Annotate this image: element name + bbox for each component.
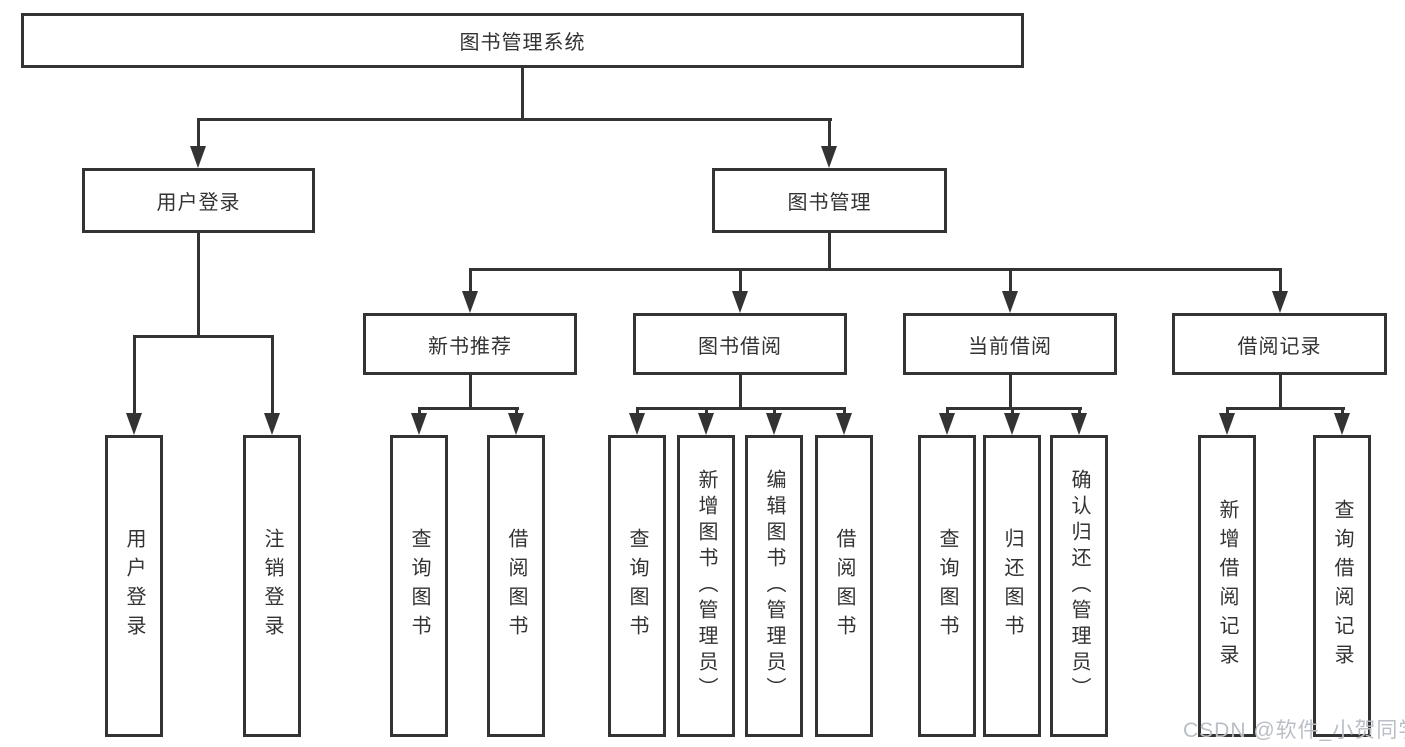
connector-to-leaf-user-login [133,335,136,419]
connector-borrow-records-split [1226,407,1345,410]
watermark: CSDN @软件_小贺同学 [1183,719,1405,742]
connector-book-borrow-split [636,407,846,410]
node-user-login: 用户登录 [82,168,315,233]
arrowhead-down [411,413,427,435]
connector-to-book-management [828,118,831,150]
arrowhead-down [1334,413,1350,435]
connector-leaf-stub [1341,407,1344,417]
arrowhead-down [732,291,748,313]
arrowhead-down [508,413,524,435]
arrowhead-down [821,146,837,168]
connector-leaf-stub [773,407,776,417]
connector-leaf-stub [1226,407,1229,417]
connector-current-borrow-stub [1009,375,1012,409]
leaf-borrow-borrow-books: 借阅图书 [815,435,873,737]
leaf-newbook-query-books: 查询图书 [390,435,448,737]
leaf-borrow-edit-books-admin: 编辑图书（管理员） [745,435,803,737]
leaf-logout: 注销登录 [243,435,301,737]
connector-leaf-stub [843,407,846,417]
connector-leaf-stub [515,407,518,417]
arrowhead-down [836,413,852,435]
arrowhead-down [766,413,782,435]
connector-leaf-stub [705,407,708,417]
node-book-management: 图书管理 [712,168,947,233]
connector-new-book-split [418,407,519,410]
node-book-borrow: 图书借阅 [633,313,847,375]
leaf-borrow-query-books: 查询图书 [608,435,666,737]
leaf-user-login: 用户登录 [105,435,163,737]
connector-leaf-stub [636,407,639,417]
leaf-records-add-record: 新增借阅记录 [1198,435,1256,737]
connector-new-book-stub [469,375,472,409]
connector-leaf-stub [1078,407,1081,417]
connector-book-borrow-stub [739,375,742,409]
connector-to-current-borrow [1009,268,1012,295]
connector-current-borrow-split [946,407,1082,410]
connector-leaf-stub [946,407,949,417]
leaf-borrow-add-books-admin: 新增图书（管理员） [677,435,735,737]
connector-to-borrow-records [1279,268,1282,295]
arrowhead-down [190,146,206,168]
connector-book-management-stub [828,233,831,270]
connector-root-stub [521,68,524,120]
connector-user-login-stub [197,233,200,337]
arrowhead-down [1272,291,1288,313]
connector-to-book-borrow [739,268,742,295]
leaf-current-confirm-return-admin: 确认归还（管理员） [1050,435,1108,737]
arrowhead-down [462,291,478,313]
arrowhead-down [1071,413,1087,435]
node-borrow-records: 借阅记录 [1172,313,1387,375]
node-current-borrow: 当前借阅 [903,313,1117,375]
arrowhead-down [1004,413,1020,435]
connector-level2 [197,118,832,121]
arrowhead-down [939,413,955,435]
node-new-book-recommend: 新书推荐 [363,313,577,375]
connector-user-login-split [133,335,274,338]
connector-level3 [469,268,1282,271]
connector-leaf-stub [1011,407,1014,417]
leaf-current-return-books: 归还图书 [983,435,1041,737]
connector-to-leaf-logout [271,335,274,419]
leaf-newbook-borrow-books: 借阅图书 [487,435,545,737]
leaf-current-query-books: 查询图书 [918,435,976,737]
arrowhead-down [264,413,280,435]
connector-borrow-records-stub [1279,375,1282,409]
arrowhead-down [629,413,645,435]
connector-leaf-stub [418,407,421,417]
connector-to-user-login [197,118,200,150]
arrowhead-down [1002,291,1018,313]
arrowhead-down [698,413,714,435]
arrowhead-down [126,413,142,435]
connector-to-new-book [469,268,472,295]
node-root: 图书管理系统 [21,13,1024,68]
leaf-records-query-record: 查询借阅记录 [1313,435,1371,737]
arrowhead-down [1219,413,1235,435]
